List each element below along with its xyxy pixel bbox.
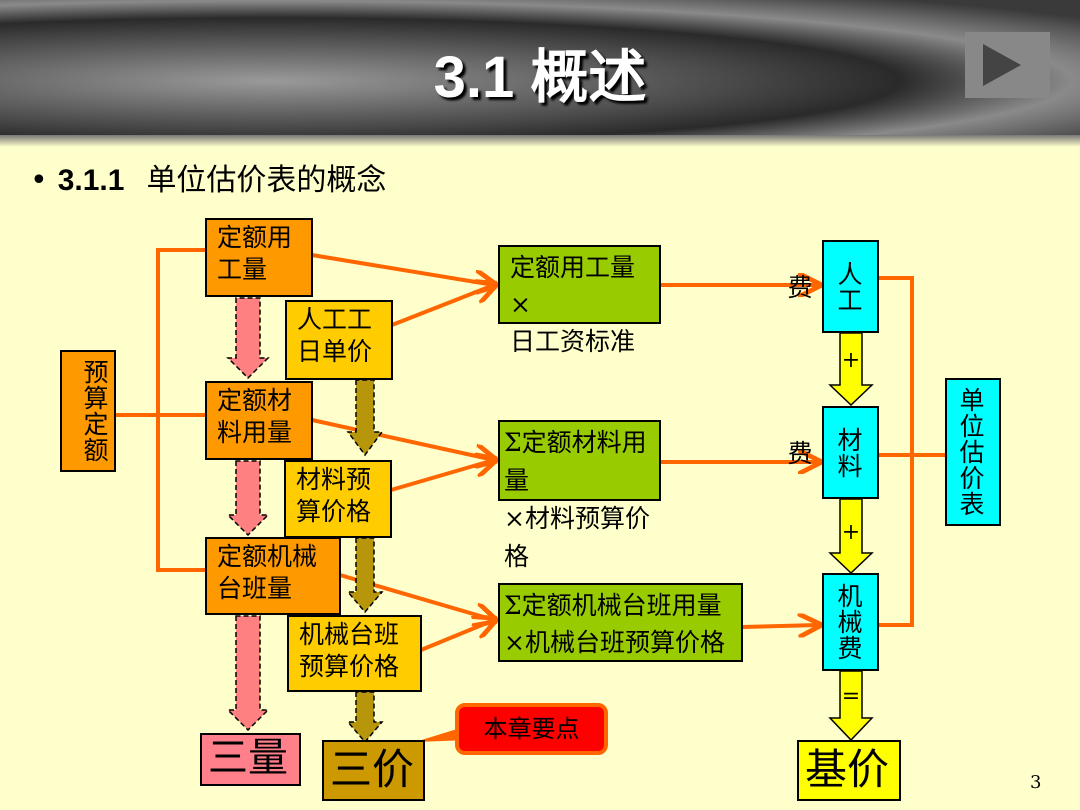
labor-calc-line2: 日工资标准 xyxy=(510,327,636,356)
three-price-box: 三价 xyxy=(322,740,425,801)
plus-operator: + xyxy=(841,348,861,373)
pink-arrow xyxy=(226,297,270,380)
material-fee-box: 材料费 xyxy=(784,406,879,499)
key-points-callout[interactable]: 本章要点 xyxy=(455,703,608,755)
unit-table-box: 单位估价表 xyxy=(945,378,1001,526)
bullet: • xyxy=(30,163,48,198)
three-qty-box: 三量 xyxy=(200,733,301,786)
labor-price-label: 人工工日单价 xyxy=(297,305,373,366)
labor-price-box: 人工工日单价 xyxy=(285,300,393,380)
machine-calc-box: Σ定额机械台班用量 ×机械台班预算价格 xyxy=(498,583,743,662)
labor-calc-box: 定额用工量 × 日工资标准 xyxy=(498,245,661,356)
material-calc-line2: ×材料预算价格 xyxy=(504,504,650,571)
labor-fee-box: 人工费 xyxy=(784,240,879,333)
machine-calc-line2: ×机械台班预算价格 xyxy=(504,628,725,657)
section-text: 单位估价表的概念 xyxy=(146,163,387,198)
header-banner xyxy=(0,0,1080,147)
material-qty-box: 定额材料用量 xyxy=(205,381,313,460)
material-calc-line1: Σ定额材料用量 xyxy=(504,428,647,495)
machine-fee-box: 机械费 xyxy=(822,573,879,671)
machine-calc-line1: Σ定额机械台班用量 xyxy=(504,591,722,620)
material-price-label: 材料预算价格 xyxy=(296,465,372,526)
machine-qty-label: 定额机械台班量 xyxy=(217,542,318,603)
machine-qty-box: 定额机械台班量 xyxy=(205,537,341,615)
page-number: 3 xyxy=(1030,772,1042,793)
play-next-button[interactable] xyxy=(965,32,1050,98)
labor-qty-label: 定额用工量 xyxy=(217,223,293,284)
material-calc-box: Σ定额材料用量 ×材料预算价格 xyxy=(498,420,661,571)
equals-operator: = xyxy=(841,684,861,709)
plus-operator: + xyxy=(841,520,861,545)
budget-quota-box: 预算定额 xyxy=(60,350,116,472)
labor-calc-line1: 定额用工量 × xyxy=(510,253,636,319)
labor-qty-box: 定额用工量 xyxy=(205,218,313,297)
machine-price-box: 机械台班预算价格 xyxy=(287,615,422,692)
material-price-box: 材料预算价格 xyxy=(284,460,392,538)
material-qty-label: 定额材料用量 xyxy=(217,386,293,447)
section-heading: • 3.1.1 单位估价表的概念 xyxy=(30,155,386,199)
base-price-box: 基价 xyxy=(797,740,901,801)
slide-title: 3.1 概述 xyxy=(433,45,647,110)
machine-price-label: 机械台班预算价格 xyxy=(299,620,400,681)
section-number: 3.1.1 xyxy=(57,164,125,197)
